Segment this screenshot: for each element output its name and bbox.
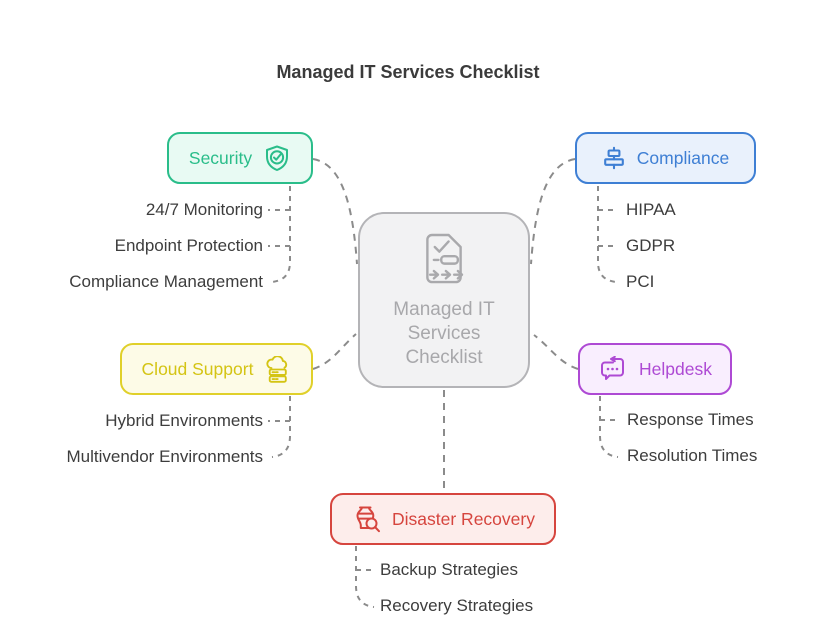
central-node-label: Managed IT Services Checklist	[393, 298, 494, 370]
trunk-helpdesk	[599, 396, 619, 458]
child-label-endpoint-protection: Endpoint Protection	[114, 236, 263, 255]
trunk-compliance	[597, 186, 617, 283]
child-label-hybrid-environments: Hybrid Environments	[105, 411, 263, 430]
shield-check-icon	[263, 144, 291, 172]
connector-cloud-center	[312, 333, 357, 370]
branch-node-cloud-support: Cloud Support	[120, 343, 313, 395]
child-label-multivendor-environments: Multivendor Environments	[66, 447, 263, 466]
branch-node-helpdesk: Helpdesk	[578, 343, 732, 395]
child-label-response-times: Response Times	[627, 410, 754, 429]
branch-label-cloud-support: Cloud Support	[141, 358, 254, 379]
chat-reply-icon	[598, 355, 628, 383]
central-label-line-1: Managed IT	[393, 298, 495, 320]
child-label-hipaa: HIPAA	[626, 200, 676, 219]
diagram-title: Managed IT Services Checklist	[276, 62, 540, 82]
trunk-cloud	[271, 396, 291, 458]
child-label-24-7-monitoring: 24/7 Monitoring	[145, 200, 263, 219]
trunk-disaster	[355, 546, 375, 608]
central-node: Managed IT Services Checklist	[358, 212, 530, 388]
child-label-pci: PCI	[626, 272, 655, 291]
child-label-compliance-management: Compliance Management	[69, 272, 263, 291]
child-label-backup-strategies: Backup Strategies	[380, 560, 518, 579]
branch-label-helpdesk: Helpdesk	[639, 358, 712, 379]
checklist-document-icon	[420, 231, 468, 292]
branch-node-compliance: Compliance	[575, 132, 756, 184]
vase-search-icon	[351, 504, 381, 534]
branch-node-disaster-recovery: Disaster Recovery	[330, 493, 556, 545]
child-label-gdpr: GDPR	[626, 236, 676, 255]
branch-label-security: Security	[188, 147, 253, 168]
connector-compliance-center	[530, 158, 576, 265]
connector-helpdesk-center	[533, 334, 579, 370]
child-label-resolution-times: Resolution Times	[627, 446, 758, 465]
cloud-server-icon	[264, 355, 291, 383]
branch-label-compliance: Compliance	[636, 147, 730, 168]
trunk-security	[271, 186, 291, 283]
child-label-recovery-strategies: Recovery Strategies	[380, 596, 534, 615]
branch-node-security: Security	[167, 132, 313, 184]
central-label-line-2: Services	[407, 322, 481, 344]
branch-label-disaster-recovery: Disaster Recovery	[392, 508, 535, 529]
align-center-icon	[602, 146, 626, 170]
connector-security-center	[312, 158, 358, 265]
central-label-line-3: Checklist	[405, 346, 483, 368]
